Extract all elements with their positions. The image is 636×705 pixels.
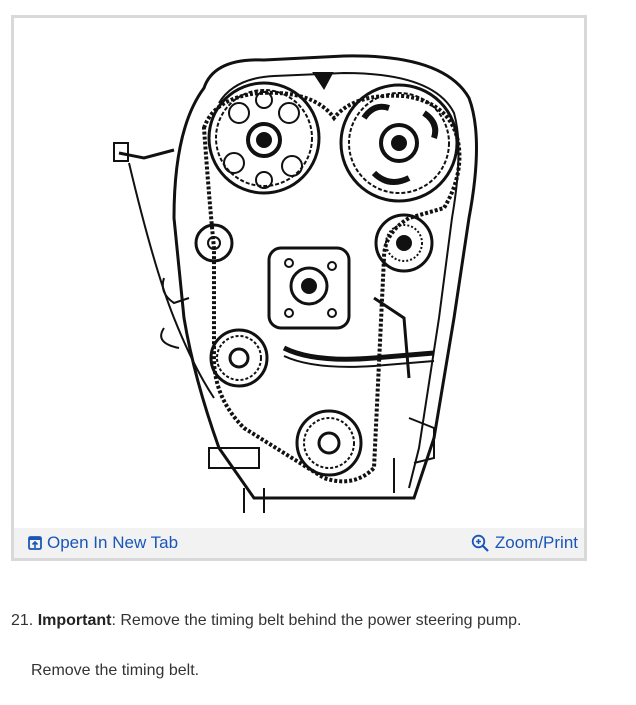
substep-text: Remove the timing belt. (31, 662, 200, 679)
figure-card: Open In New Tab Zoom/Print (11, 15, 587, 561)
step-text: : Remove the timing belt behind the powe… (111, 612, 522, 629)
step-number: 21. (11, 612, 34, 629)
zoom-print-link[interactable]: Zoom/Print (471, 533, 578, 553)
zoom-print-label: Zoom/Print (494, 533, 578, 552)
step-emphasis: Important (37, 612, 112, 629)
open-in-new-tab-link[interactable]: Open In New Tab (28, 533, 178, 553)
engine-timing-belt-diagram[interactable] (14, 18, 584, 528)
step-21: 21. Important: Remove the timing belt be… (11, 612, 522, 630)
open-new-tab-icon (28, 536, 42, 550)
figure-toolbar: Open In New Tab Zoom/Print (14, 528, 584, 558)
zoom-magnifier-icon (471, 534, 489, 552)
open-in-new-tab-label: Open In New Tab (47, 533, 179, 552)
